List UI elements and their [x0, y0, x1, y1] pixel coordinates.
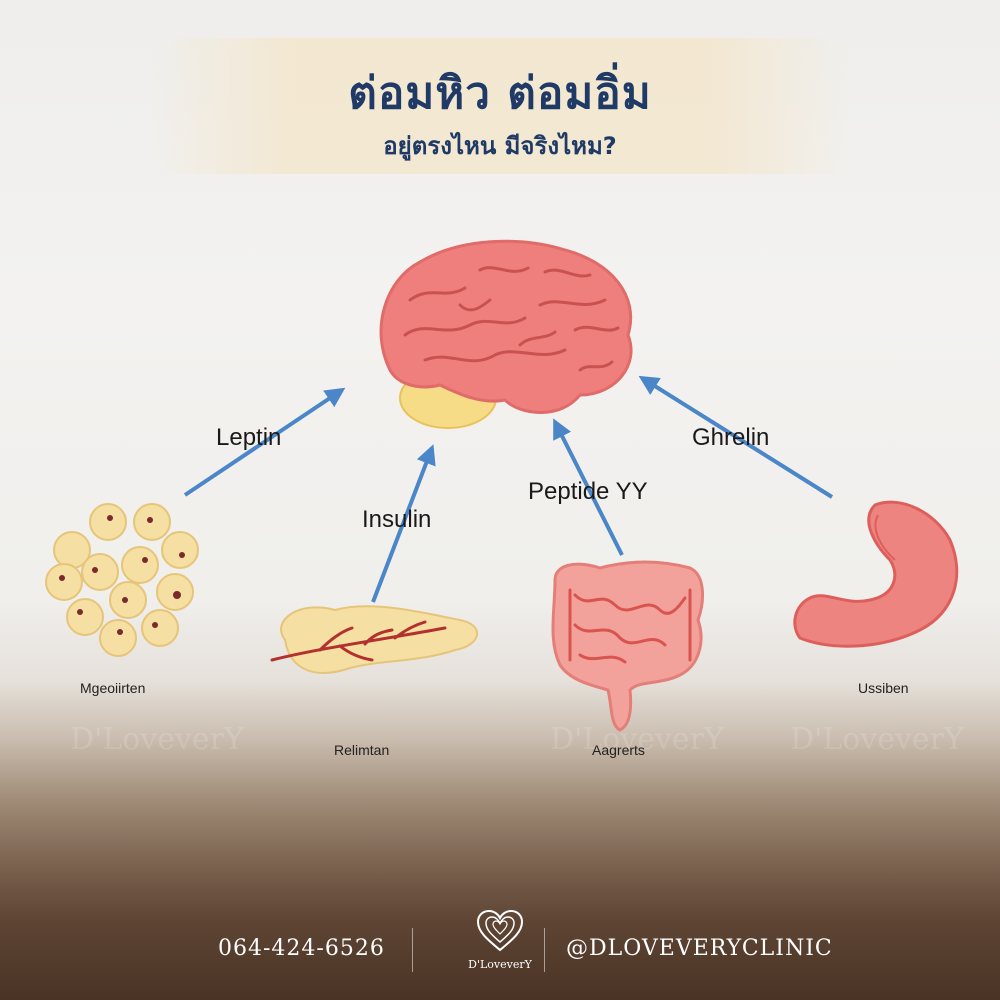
footer-phone: 064-424-6526: [218, 936, 385, 961]
footer-logo-text: D'LoveverY: [468, 958, 532, 971]
pancreas-illustration: [270, 605, 479, 674]
hormone-label-ghrelin: Ghrelin: [692, 424, 770, 451]
organ-label-fat-cells: Mgeoiirten: [80, 680, 146, 696]
hormone-label-leptin: Leptin: [216, 424, 282, 451]
brain-illustration: [379, 239, 633, 429]
footer-divider: [544, 928, 545, 972]
heart-logo-icon: [476, 909, 524, 952]
hormone-label-peptide-yy: Peptide YY: [528, 478, 648, 505]
hormone-label-insulin: Insulin: [362, 506, 432, 533]
footer-divider: [412, 928, 413, 972]
arrow-peptide-yy: [553, 418, 624, 556]
organ-label-intestine: Aagrerts: [592, 742, 645, 758]
footer-social-handle: @DLOVEVERYCLINIC: [566, 936, 833, 961]
arrow-leptin: [183, 387, 346, 497]
page-title: ต่อมหิว ต่อมอิ่ม: [348, 68, 652, 119]
fat-cells-illustration: [45, 503, 199, 657]
organ-label-pancreas: Relimtan: [334, 742, 390, 758]
stomach-illustration: [793, 500, 959, 648]
arrow-insulin: [371, 444, 436, 603]
watermark-text: D'LoveverY: [70, 722, 244, 757]
watermark-text: D'LoveverY: [550, 722, 724, 757]
organ-label-stomach: Ussiben: [858, 680, 909, 696]
title-banner: [150, 38, 850, 174]
page-subtitle: อยู่ตรงไหน มีจริงไหม?: [383, 132, 617, 160]
arrow-ghrelin: [638, 375, 834, 499]
watermark-text: D'LoveverY: [790, 722, 964, 757]
intestine-illustration: [551, 560, 704, 732]
